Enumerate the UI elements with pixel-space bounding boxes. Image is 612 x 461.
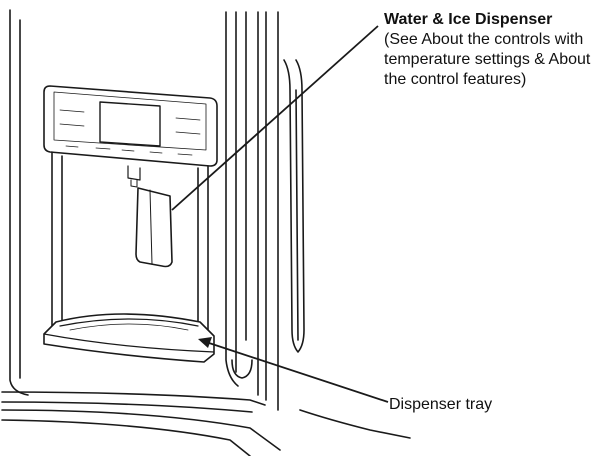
tray-grate xyxy=(69,323,189,331)
dispenser-paddle-side xyxy=(149,189,153,265)
callout-water-ice-dispenser: Water & Ice Dispenser (See About the con… xyxy=(384,10,610,90)
arrow-head-tray xyxy=(198,337,212,348)
drawer-line-1 xyxy=(1,409,281,451)
tray-inner xyxy=(59,318,199,327)
dispenser-paddle xyxy=(135,187,173,268)
dispenser-nozzle xyxy=(127,165,141,181)
control-panel-inner xyxy=(53,91,207,151)
panel-button-row xyxy=(59,109,201,156)
drawer-line-3 xyxy=(299,409,411,439)
callout-dispenser-body: (See About the controls with temperature… xyxy=(384,31,591,88)
door-bottom-edge xyxy=(1,391,266,406)
control-panel xyxy=(43,85,218,167)
handle-right-inner xyxy=(295,89,299,341)
handle-right xyxy=(283,59,305,353)
door-bottom-edge-2 xyxy=(1,401,253,413)
drawer-line-2 xyxy=(1,419,251,457)
callout-dispenser-tray: Dispenser tray xyxy=(389,396,493,413)
dispenser-nozzle-tip xyxy=(130,179,138,188)
leader-line-tray xyxy=(205,341,389,403)
leader-line-dispenser xyxy=(171,25,379,211)
door-seam-1 xyxy=(225,11,239,387)
door-left-edge xyxy=(9,9,29,396)
callout-dispenser-title: Water & Ice Dispenser xyxy=(384,11,553,28)
tray-front xyxy=(43,333,215,353)
handle-left-knob xyxy=(231,359,253,379)
display-screen xyxy=(99,101,161,147)
